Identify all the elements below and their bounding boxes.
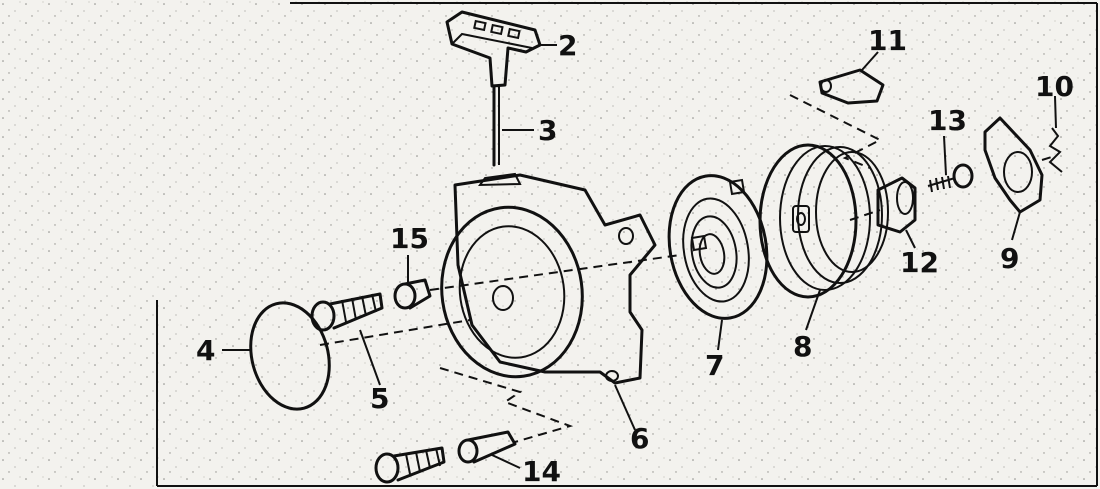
starter-handle [445,10,542,88]
starter-housing [440,172,657,385]
callout-15: 15 [390,222,429,255]
callout-7: 7 [705,349,724,382]
callout-labels: 2 3 4 5 6 7 8 9 10 11 12 13 14 15 [196,24,1074,488]
callout-5: 5 [370,382,389,415]
callout-12: 12 [900,246,939,279]
callout-13: 13 [928,104,967,137]
callout-11: 11 [868,24,907,57]
callout-4: 4 [196,334,215,367]
recoil-spring [667,174,769,320]
cover-disc [249,301,331,411]
callout-14: 14 [522,455,561,488]
leader-lines [222,44,1057,469]
callout-2: 2 [558,29,577,62]
callout-8: 8 [793,330,812,363]
sleeve-upper [393,278,432,310]
starter-rope [492,84,500,167]
housing-bolt-lower [374,446,446,484]
callout-6: 6 [630,422,649,455]
starter-pawl [818,68,885,105]
sleeve-lower [457,430,517,464]
retaining-clip [1048,127,1063,173]
frame-border [156,2,1098,487]
rope-pulley [758,143,889,299]
callout-3: 3 [538,114,557,147]
pulley-bushing [876,176,917,234]
assembly-lines [319,94,1056,443]
center-screw [927,163,974,193]
callout-9: 9 [1000,242,1019,275]
callout-10: 10 [1035,70,1074,103]
housing-bolt-upper [310,292,384,332]
pawl-plate [983,116,1044,214]
